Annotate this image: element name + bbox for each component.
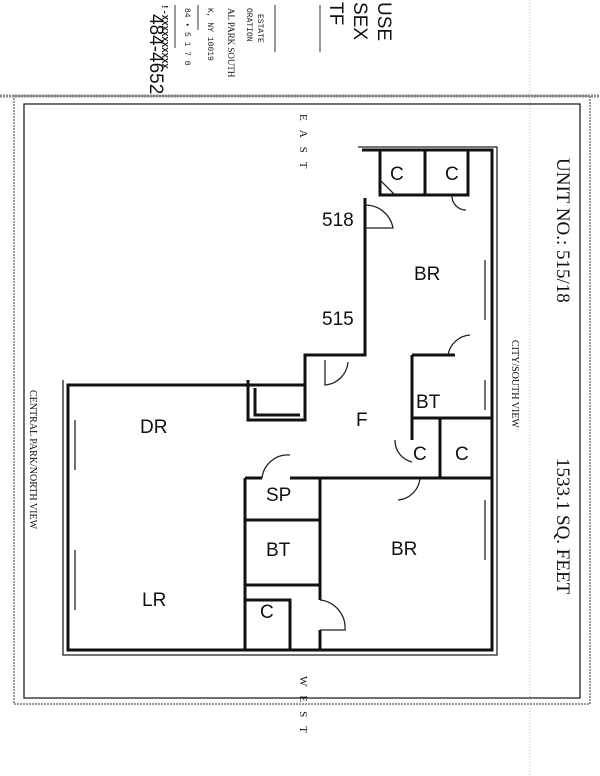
door-sp [261,454,291,479]
room-bedroom-2: BR [391,539,417,560]
room-dining: DR [140,417,167,438]
room-closet-1: C [390,164,404,185]
phone-line3: 484-4652 [145,14,166,94]
svg-text:USE: USE [373,2,394,41]
room-bedroom-1: BR [414,264,440,285]
unit-515-label: 515 [322,309,354,330]
phone-line2: !-XXXXXXXXXX [159,4,169,69]
svg-text:SEX: SEX [349,2,370,40]
unit-number: UNIT NO.: 515/18 [552,158,573,303]
svg-text:TF: TF [325,2,346,25]
room-sp: SP [266,485,291,506]
room-foyer: F [356,410,368,431]
door-br2 [397,477,421,501]
room-bath-2: BT [266,540,291,561]
door-closets [379,179,467,211]
square-feet: 1533.1 SQ. FEET [552,458,573,595]
address-line2: K, NY 10019 [205,8,214,61]
room-labels: C C 518 BR 515 BT F C C DR SP BR BT LR C [140,164,469,623]
door-closet3 [394,439,413,463]
room-closet-5: C [260,602,274,623]
walls [62,146,498,656]
door-515 [324,360,349,386]
north-view-label: CENTRAL PARK/NORTH VIEW [27,390,38,530]
door-br2-closet [319,599,346,631]
site-boundary [23,103,581,699]
room-closet-4: C [455,444,469,465]
page-frame [13,95,591,705]
east-label: EAST [297,114,309,178]
room-closet-2: C [445,164,459,185]
door-bath1 [447,334,471,356]
west-label: WEST [297,676,309,742]
letterhead-line1: ESTATE [255,14,264,43]
room-living: LR [142,590,166,611]
door-518 [364,204,394,229]
south-view-label: CITY/SOUTH VIEW [509,340,520,428]
doors [261,179,471,631]
phone-line1: 84 • 5 1 7 0 [182,8,191,66]
address-line1: AL PARK SOUTH [226,8,236,78]
logo: TF SEX USE [325,2,394,41]
letterhead-line2: ORATION [244,8,253,42]
room-bath-1: BT [416,392,441,413]
letterhead: TF SEX USE ESTATE ORATION AL PARK SOUTH … [145,2,394,94]
room-closet-3: C [413,444,427,465]
unit-518-label: 518 [322,210,354,231]
